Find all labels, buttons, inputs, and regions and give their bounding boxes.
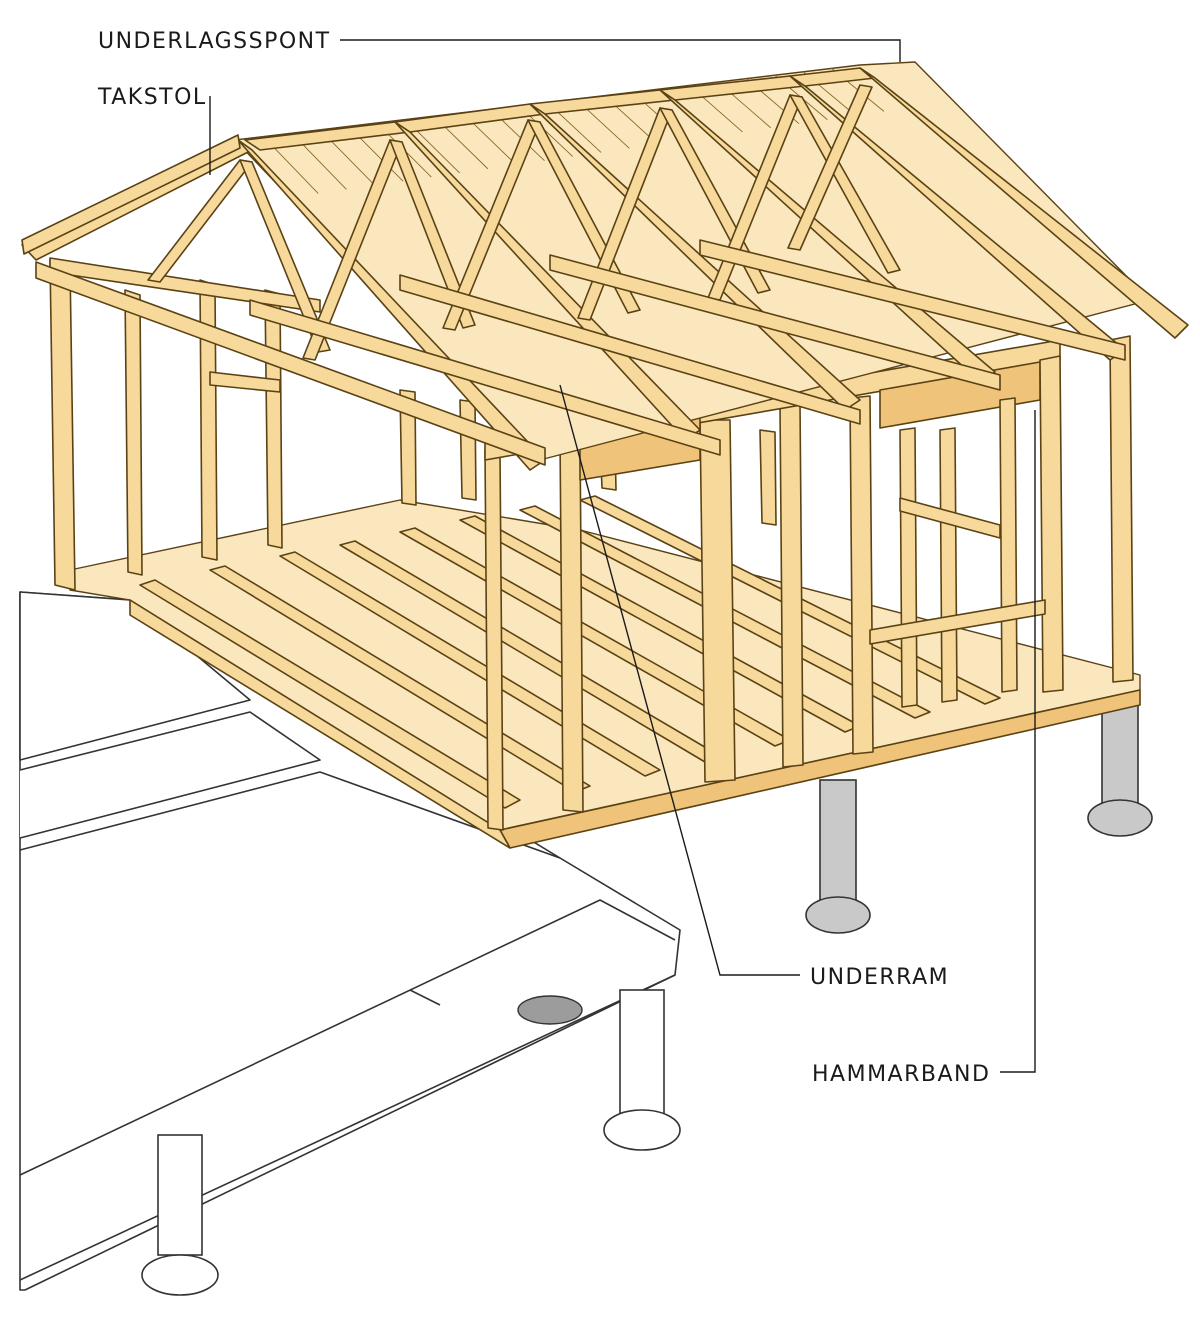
label-hammarband: HAMMARBAND: [812, 1062, 990, 1087]
label-takstol: TAKSTOL: [97, 85, 207, 110]
leader-underlagsspont: [340, 39, 901, 62]
leader-underram: [559, 384, 800, 976]
label-underlagsspont: UNDERLAGSSPONT: [98, 29, 331, 54]
roof-trusses: [21, 67, 1189, 471]
leader-lines: [209, 39, 1036, 1073]
labels: UNDERLAGSSPONT TAKSTOL UNDERRAM HAMMARBA…: [97, 29, 990, 1087]
adjacent-slab: [19, 591, 681, 1291]
leader-hammarband: [1000, 410, 1036, 1073]
label-underram: UNDERRAM: [810, 965, 949, 990]
